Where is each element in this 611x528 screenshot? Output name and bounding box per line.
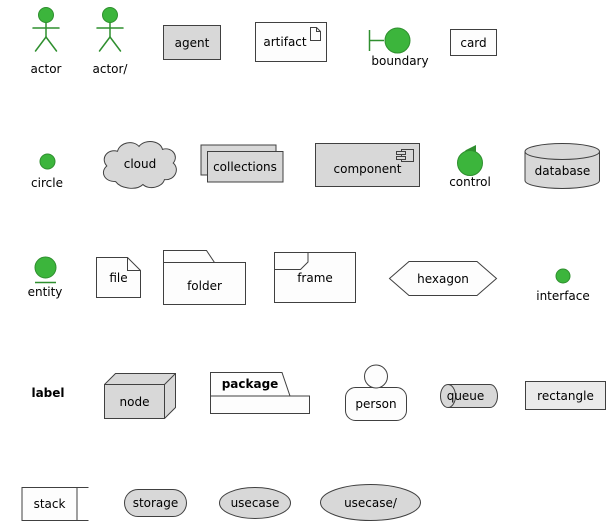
collections-shape — [200, 144, 284, 183]
package-shape — [210, 372, 310, 414]
component-icon — [396, 149, 414, 165]
frame-label: frame — [297, 270, 333, 285]
usecase-shape — [219, 487, 291, 519]
node-label: node — [119, 394, 150, 409]
stack-label: stack — [33, 496, 66, 511]
hexagon-shape — [388, 261, 498, 296]
card-label: card — [460, 35, 487, 50]
usecase-label: usecase — [230, 496, 280, 510]
package-label: package — [221, 377, 279, 391]
agent-label: agent — [174, 35, 210, 50]
queue-shape — [440, 384, 498, 408]
component-label: component — [333, 162, 402, 176]
cloud-shape — [98, 136, 182, 192]
card-shape: card — [450, 29, 497, 56]
artifact-label: artifact — [263, 35, 307, 49]
business-usecase-shape — [320, 484, 421, 521]
boundary-icon — [368, 27, 414, 54]
rectangle-label: rectangle — [537, 388, 594, 403]
boundary-label: boundary — [371, 54, 429, 68]
business-actor-icon — [90, 6, 130, 55]
folder-shape — [163, 250, 246, 305]
business-actor-label: actor/ — [92, 62, 128, 76]
agent-shape: agent — [163, 25, 221, 60]
interface-icon — [555, 268, 571, 284]
entity-icon — [33, 256, 59, 285]
actor-icon — [26, 6, 66, 55]
node-shape — [104, 373, 176, 419]
circle-icon — [39, 153, 56, 170]
control-label: control — [449, 175, 491, 189]
file-label: file — [109, 270, 128, 285]
actor-label: actor — [30, 62, 62, 76]
business-usecase-label: usecase/ — [344, 495, 397, 510]
file-shape — [96, 257, 141, 298]
label-shape-text: label — [31, 386, 65, 400]
storage-shape — [124, 489, 187, 517]
queue-label: queue — [446, 389, 485, 403]
artifact-page-icon — [310, 27, 321, 44]
storage-label: storage — [132, 496, 179, 510]
frame-shape — [274, 252, 356, 303]
hexagon-label: hexagon — [417, 271, 469, 286]
rectangle-shape: rectangle — [525, 381, 606, 410]
entity-label: entity — [27, 285, 63, 299]
database-shape — [524, 142, 601, 190]
cloud-label: cloud — [123, 156, 157, 171]
stack-shape — [20, 485, 90, 523]
folder-label: folder — [187, 279, 222, 293]
database-label: database — [534, 164, 591, 178]
collections-label: collections — [213, 159, 277, 174]
person-shape — [345, 363, 407, 421]
person-label: person — [355, 397, 397, 411]
component-shape: component — [315, 143, 420, 187]
control-icon — [452, 144, 488, 176]
circle-label: circle — [31, 176, 63, 190]
interface-label: interface — [536, 289, 590, 303]
artifact-shape: artifact — [255, 22, 327, 62]
